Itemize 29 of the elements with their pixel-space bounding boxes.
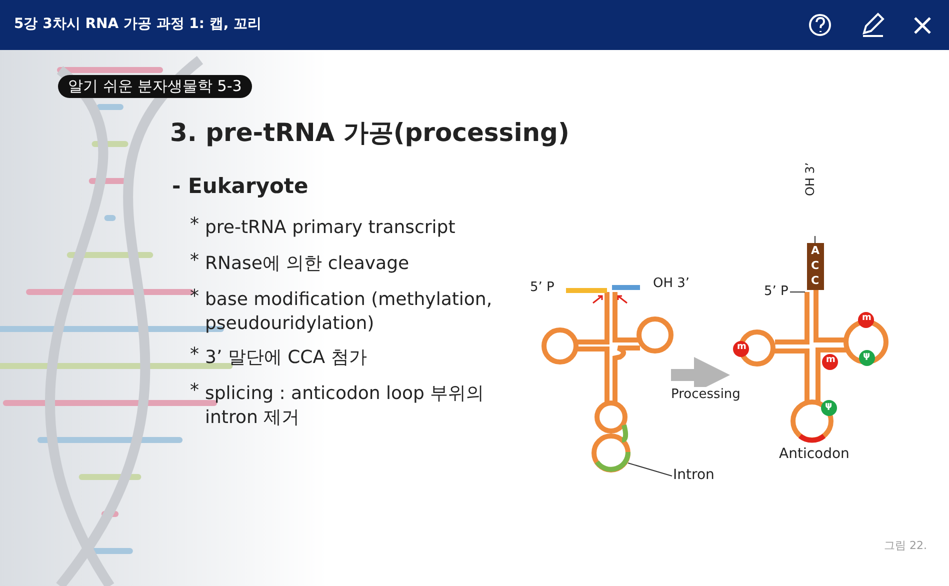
modification-mark: m bbox=[737, 342, 746, 352]
end-label: 5’ P bbox=[764, 284, 788, 299]
nucleotide-letter: A bbox=[811, 244, 820, 257]
slide-title: 3. pre-tRNA 가공(processing) bbox=[170, 117, 570, 149]
bullet-text: splicing : anticodon loop 부위의 intron 제거 bbox=[205, 382, 486, 430]
modification-mark: ψ bbox=[863, 351, 870, 361]
part-label: Intron bbox=[673, 467, 714, 483]
end-label: OH 3’ bbox=[653, 276, 690, 291]
bullet-text: 3’ 말단에 CCA 첨가 bbox=[205, 346, 368, 370]
modification-mark: m bbox=[826, 355, 836, 365]
nucleotide-letter: C bbox=[811, 259, 820, 272]
figure-number: 그림 22. bbox=[884, 538, 927, 553]
end-label: OH 3’ bbox=[803, 162, 817, 196]
bullet-text: pre-tRNA primary transcript bbox=[205, 216, 456, 240]
bullet-mark: * bbox=[190, 250, 199, 271]
nucleotide-letter: C bbox=[811, 274, 820, 287]
bullet-mark: * bbox=[190, 344, 199, 365]
edge-label: Processing bbox=[670, 387, 742, 402]
bullet-text: base modification (methylation, pseudouridylation) bbox=[205, 288, 494, 336]
bullet-mark: * bbox=[190, 214, 199, 235]
bullet-mark: * bbox=[190, 286, 199, 307]
course-banner: 알기 쉬운 분자생물학 5-3 bbox=[58, 75, 252, 98]
section-heading: - Eukaryote bbox=[172, 174, 308, 198]
part-label: Anticodon bbox=[779, 446, 850, 462]
bullet-text: RNase에 의한 cleavage bbox=[205, 252, 410, 276]
modification-mark: ψ bbox=[825, 401, 832, 411]
bullet-mark: * bbox=[190, 380, 199, 401]
header-title: 5강 3차시 RNA 가공 과정 1: 캡, 꼬리 bbox=[14, 15, 262, 33]
modification-mark: m bbox=[862, 313, 872, 323]
